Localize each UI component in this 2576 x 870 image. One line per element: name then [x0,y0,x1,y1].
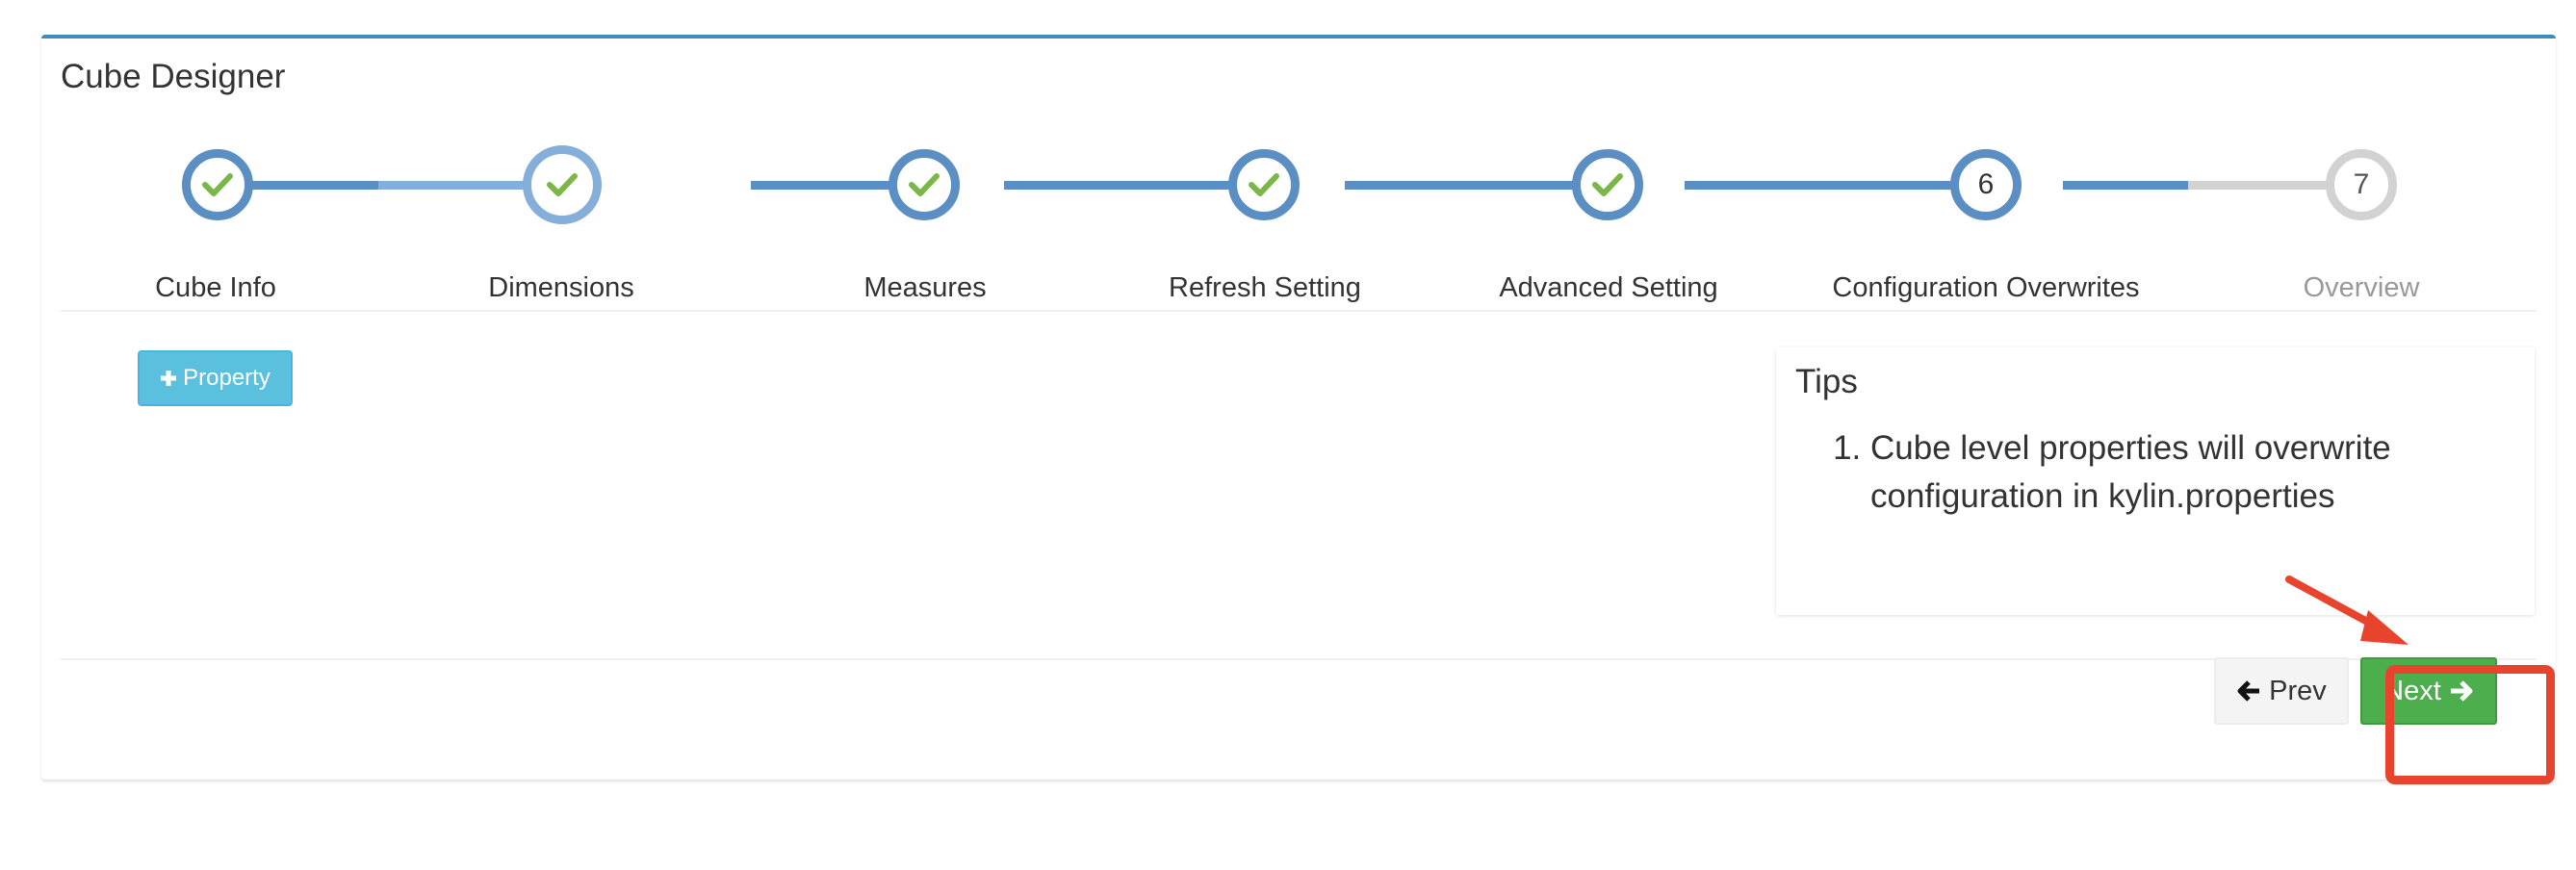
divider-bottom [61,658,2537,660]
wizard-step-advanced-setting[interactable] [1572,149,1643,220]
add-property-label: Property [183,365,270,391]
step-label-overview[interactable]: Overview [2303,272,2420,303]
step-label-advanced-setting[interactable]: Advanced Setting [1499,272,1718,303]
step-number: 7 [2353,168,2370,200]
arrow-left-icon [2237,680,2260,702]
wizard-line-5 [1004,181,1283,190]
panel-title: Cube Designer [61,58,286,95]
wizard-line-6 [1345,181,1624,190]
next-button-highlight [2385,665,2555,784]
wizard-step-overview[interactable]: 7 [2326,149,2397,220]
wizard-line-2 [378,181,552,190]
plus-icon [161,371,177,386]
tips-list: Cube level properties will overwrite con… [1830,424,2544,521]
arrow-right-icon [2450,680,2473,702]
step-label-dimensions[interactable]: Dimensions [488,272,634,303]
wizard-line-8 [2063,181,2188,190]
check-icon [1249,173,1279,196]
wizard-line-1 [218,181,378,190]
tips-title: Tips [1795,363,1858,400]
wizard-line-7 [1685,181,1983,190]
wizard-step-configuration-overwrites[interactable]: 6 [1950,149,2022,220]
check-icon [547,173,578,196]
step-number: 6 [1977,168,1995,200]
check-icon [202,173,233,196]
check-icon [1592,173,1623,196]
wizard-step-dimensions[interactable] [523,145,602,224]
step-label-cube-info[interactable]: Cube Info [155,272,276,303]
step-label-refresh-setting[interactable]: Refresh Setting [1169,272,1361,303]
cube-designer-panel: Cube Designer 6 7 Cube Info Dimensions M… [41,35,2556,780]
step-label-measures[interactable]: Measures [863,272,987,303]
wizard-step-refresh-setting[interactable] [1228,149,1300,220]
step-label-configuration-overwrites[interactable]: Configuration Overwrites [1832,272,2140,303]
wizard-step-measures[interactable] [889,149,960,220]
divider-top [61,310,2537,312]
tips-item: Cube level properties will overwrite con… [1870,424,2544,521]
add-property-button[interactable]: Property [138,350,293,406]
wizard-line-9 [2188,181,2381,190]
prev-button[interactable]: Prev [2214,657,2349,725]
wizard-line-4 [751,181,943,190]
prev-label: Prev [2269,675,2327,706]
check-icon [909,173,940,196]
tips-box: Tips Cube level properties will overwrit… [1776,347,2535,615]
wizard-step-cube-info[interactable] [182,149,253,220]
annotation-arrow-icon [2285,576,2409,645]
